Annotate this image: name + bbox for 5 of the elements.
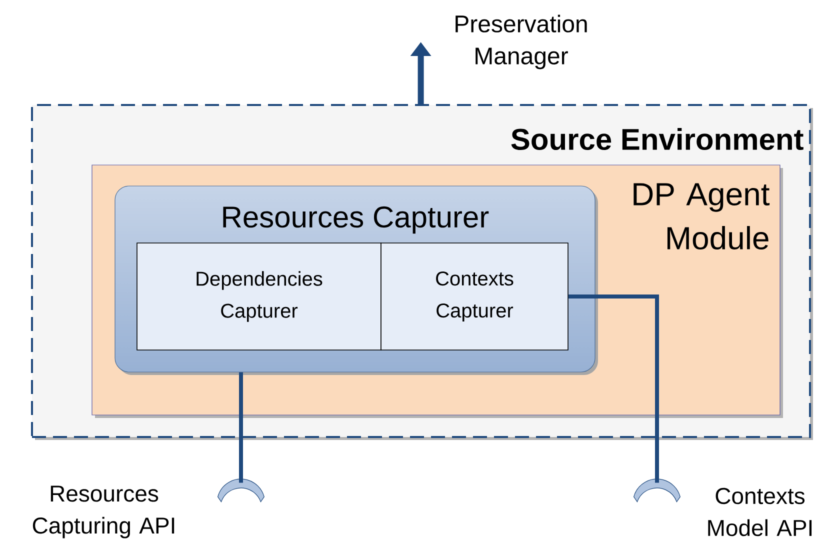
connector-line [239,372,243,483]
text-label: Preservation Manager [456,14,587,70]
connector-line [568,294,659,483]
subcomponent-box: Dependencies Capturer [136,242,382,350]
subcomponent-box: Contexts Capturer [380,242,568,350]
